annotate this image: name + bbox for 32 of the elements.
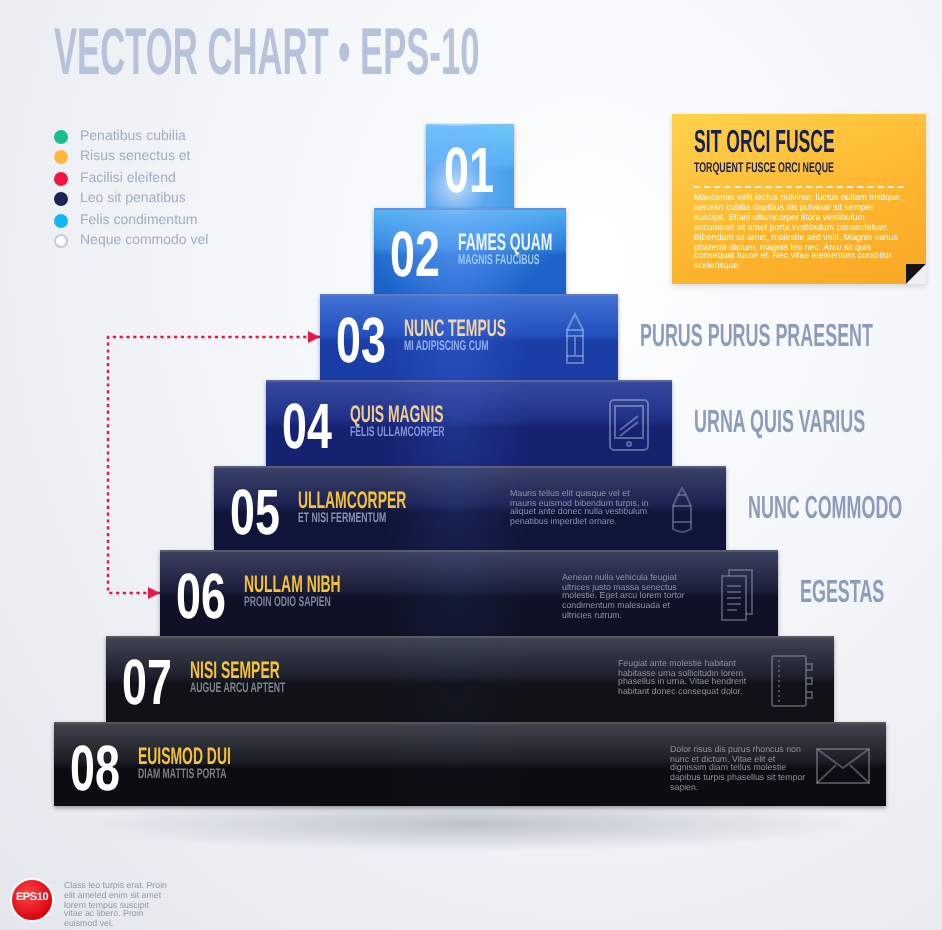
step-bar [106, 636, 834, 722]
step-number: 07 [122, 650, 172, 714]
side-caption: URNA QUIS VARIUS [694, 408, 866, 440]
step-number: 06 [176, 564, 226, 628]
step-bar [160, 550, 778, 636]
side-caption: EGESTAS [800, 578, 885, 610]
step-number: 05 [230, 480, 280, 544]
step-title: EUISMOD DUI [138, 744, 231, 768]
step-title: FAMES QUAM [458, 230, 553, 254]
step-number: 02 [390, 222, 440, 286]
sticky-note [672, 114, 926, 284]
step-number: 01 [444, 138, 494, 202]
dotted-arrow [106, 331, 320, 599]
step-title: ULLAMCORPER [298, 488, 407, 512]
step-bar [374, 208, 566, 294]
step-title: NUNC TEMPUS [404, 316, 507, 340]
step-number: 04 [282, 394, 332, 458]
badge-circle [10, 878, 54, 922]
step-number: 03 [336, 308, 386, 372]
step-bar [320, 294, 618, 380]
side-caption: PURUS PURUS PRAESENT [640, 322, 873, 354]
step-bar [266, 380, 672, 466]
chart-title: VECTOR CHART • EPS-10 [54, 18, 480, 84]
side-caption: NUNC COMMODO [748, 494, 903, 526]
note-title: SIT ORCI FUSCE [694, 128, 835, 160]
step-bar [54, 722, 886, 806]
step-number: 08 [70, 736, 120, 800]
step-bar [214, 466, 726, 550]
step-bar [426, 124, 514, 208]
step-title: NULLAM NIBH [244, 572, 341, 596]
step-title: QUIS MAGNIS [350, 402, 444, 426]
step-title: NISI SEMPER [190, 658, 280, 682]
